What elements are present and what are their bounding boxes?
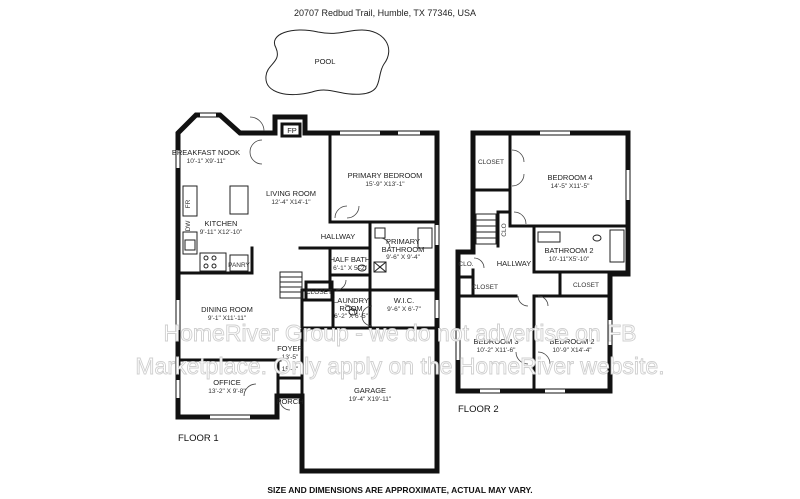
room-name-bedroom4: BEDROOM 4 <box>547 173 592 182</box>
room-dim-bathroom2: 10'-11"X5'-10" <box>549 256 590 263</box>
pool-label: POOL <box>315 57 336 66</box>
room-name-office: OFFICE <box>213 378 241 387</box>
property-address: 20707 Redbud Trail, Humble, TX 77346, US… <box>294 8 476 18</box>
room-name-bedroom3: BEDROOM 3 <box>473 337 518 346</box>
room-name-primary-bathroom-line1: PRIMARY <box>386 237 420 246</box>
room-dim-wic: 9'-6" X 6'-7" <box>387 306 422 313</box>
room-dim-foyer-2: 15'-4" <box>282 366 299 373</box>
room-name-living-room: LIVING ROOM <box>266 189 316 198</box>
room-dim-bedroom4: 14'-5" X11'-5" <box>551 183 590 190</box>
room-dim-kitchen: 9'-11" X12'-10" <box>200 229 243 236</box>
pantry-label: PANRY <box>228 262 250 269</box>
floor2-title: FLOOR 2 <box>458 404 499 415</box>
fireplace-box <box>280 122 302 138</box>
room-name-dining-room: DINING ROOM <box>201 305 253 314</box>
room-name-closet-b2: CLOSET <box>573 282 599 289</box>
room-name-closet-b3: CLOSET <box>472 284 498 291</box>
closet-box <box>304 280 334 302</box>
room-name-wic: W.I.C. <box>394 296 414 305</box>
room-dim-foyer: 13'-5" <box>282 354 299 361</box>
floor2-doors <box>473 149 551 365</box>
room-dim-laundry: 6'-2" X 6'-5" <box>334 313 369 320</box>
room-dim-living-room: 12'-4" X14'-1" <box>271 199 311 206</box>
room-name-clo-left: CLO. <box>458 261 473 268</box>
floor1-title: FLOOR 1 <box>178 433 219 444</box>
fireplace-label: FP <box>287 126 297 135</box>
room-dim-half-bath: 6'-1" X 5'-2" <box>333 265 368 272</box>
room-name-primary-bathroom: BATHROOM <box>382 245 425 254</box>
room-name-porch: PORCH <box>276 397 303 406</box>
pool-outline <box>265 29 390 96</box>
room-dim-bedroom3: 10'-2" X11'-6" <box>477 347 516 354</box>
room-name-half-bath: HALF BATH <box>330 255 371 264</box>
room-name-closet: CLOSET <box>306 289 332 296</box>
room-dim-breakfast-nook: 10'-1" X9'-11" <box>187 158 226 165</box>
floor-1: FP <box>172 112 440 474</box>
floor1-exterior-wall <box>175 112 440 474</box>
room-name-laundry: ROOM <box>339 304 362 313</box>
room-dim-primary-bedroom: 15'-9" X13'-1" <box>365 181 405 188</box>
room-dim-primary-bathroom: 9'-6" X 9'-4" <box>386 254 421 261</box>
room-name-hallway: HALLWAY <box>321 232 355 241</box>
bathroom2-fixtures <box>537 229 625 263</box>
room-name-upper-hallway: HALLWAY <box>497 259 531 268</box>
room-dim-dining-room: 9'-1" X11'-11" <box>208 315 247 322</box>
floor-2: CLOSET BEDROOM 4 14'-5" X11'-5" CLO BATH… <box>455 130 631 415</box>
watermark-line-2: Marketplace. Only apply on the HomeRiver… <box>135 353 664 379</box>
room-name-closet-top: CLOSET <box>478 159 504 166</box>
kitchen-fixtures <box>182 185 249 272</box>
staircase-upper <box>475 213 497 245</box>
floor1-doors <box>243 116 391 411</box>
room-name-breakfast-nook: BREAKFAST NOOK <box>172 148 240 157</box>
room-name-garage: GARAGE <box>354 386 386 395</box>
staircase <box>279 271 303 299</box>
room-name-bedroom2: BEDROOM 2 <box>549 337 594 346</box>
room-dim-office: 13'-2" X 9'-8" <box>208 388 246 395</box>
dishwasher-label: DW <box>185 220 192 232</box>
footer-disclaimer: SIZE AND DIMENSIONS ARE APPROXIMATE, ACT… <box>267 485 532 495</box>
bathroom-fixtures <box>348 227 433 316</box>
room-name-clo-small: CLO <box>501 223 508 236</box>
room-dim-garage: 19'-4" X19'-11" <box>349 396 392 403</box>
room-name-primary-bedroom: PRIMARY BEDROOM <box>348 171 423 180</box>
room-dim-bedroom2: 10'-9" X14'-4" <box>552 347 592 354</box>
room-name-laundry-line1: LAUNDRY <box>333 296 369 305</box>
watermark-line-1: HomeRiver Group - we do not advertise on… <box>164 320 637 346</box>
room-name-foyer: FOYER <box>277 344 303 353</box>
fridge-label: FR <box>185 199 192 208</box>
room-name-kitchen: KITCHEN <box>205 219 238 228</box>
room-name-bathroom2: BATHROOM 2 <box>544 246 593 255</box>
